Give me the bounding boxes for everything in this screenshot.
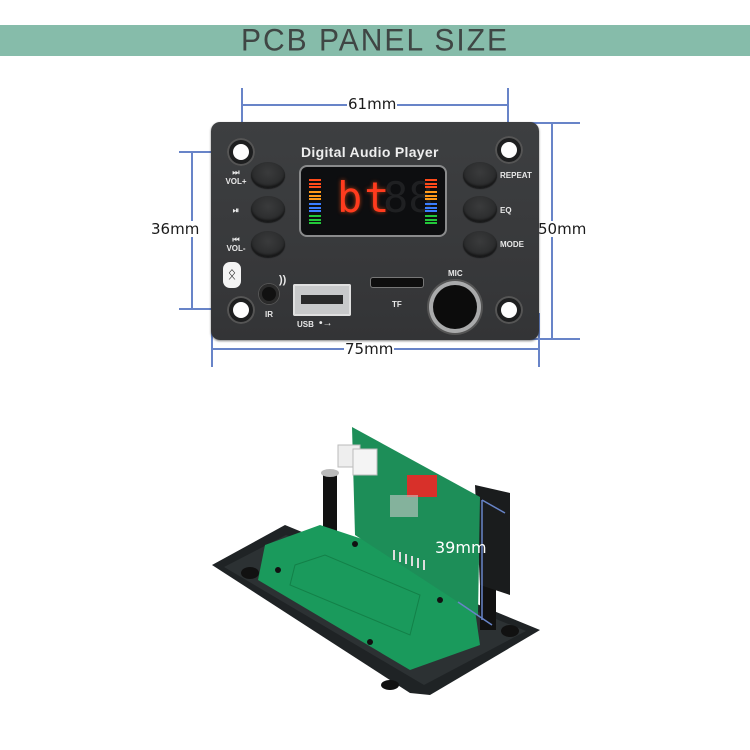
- mount-hole-top-right: [495, 136, 523, 164]
- vol-minus-label: VOL-: [226, 244, 246, 253]
- dim-61-label: 61mm: [347, 95, 398, 113]
- vu-meter-left: [309, 179, 321, 226]
- usb-label: USB: [297, 320, 314, 329]
- display-text: bt: [337, 173, 392, 222]
- dim-36-top-tick: [179, 151, 241, 153]
- mount-hole-bottom-right: [495, 296, 523, 324]
- eq-button[interactable]: [463, 196, 497, 222]
- mount-hole-bottom-left: [227, 296, 255, 324]
- ir-label: IR: [265, 310, 273, 319]
- mode-button[interactable]: [463, 231, 497, 257]
- mic-label: MIC: [448, 269, 463, 278]
- dim-75-right-tick: [538, 313, 540, 367]
- previous-track-icon: ⏮: [232, 235, 240, 244]
- mic-jack[interactable]: [433, 285, 477, 329]
- dim-50-top-tick: [516, 122, 580, 124]
- mount-hole-top-left: [227, 138, 255, 166]
- dim-50-label: 50mm: [537, 220, 588, 238]
- vol-plus-label: VOL+: [225, 177, 247, 186]
- ir-receiver: [259, 284, 279, 304]
- vol-plus-button[interactable]: [251, 162, 285, 188]
- mode-label: MODE: [500, 240, 524, 249]
- panel-title: Digital Audio Player: [301, 144, 439, 160]
- vu-meter-right: [425, 179, 437, 226]
- tf-card-slot[interactable]: [371, 278, 423, 287]
- usb-port[interactable]: [293, 284, 351, 316]
- display-ghost-digits: 88: [383, 173, 434, 222]
- dim-61-left-tick: [241, 88, 243, 148]
- banner-title: PCB PANEL SIZE: [240, 22, 510, 58]
- dim-61-right-tick: [507, 88, 509, 148]
- usb-icon: •→: [319, 318, 333, 329]
- repeat-label: REPEAT: [500, 171, 532, 180]
- led-display: 88 bt: [299, 165, 447, 237]
- play-pause-icon: ⏯: [232, 206, 240, 215]
- dim-75-label: 75mm: [344, 340, 395, 358]
- repeat-button[interactable]: [463, 162, 497, 188]
- vertical-pcb: [352, 427, 480, 615]
- vol-minus-button[interactable]: [251, 231, 285, 257]
- dim-36-label: 36mm: [150, 220, 201, 238]
- tf-label: TF: [392, 300, 402, 309]
- dim-39-label: 39mm: [435, 538, 487, 557]
- module-angled-photo: [212, 427, 540, 695]
- bluetooth-icon: ᛟ: [223, 262, 241, 288]
- play-pause-button[interactable]: [251, 196, 285, 222]
- front-panel: Digital Audio Player ⏭ VOL+ ⏯ ⏮ VOL- 88 …: [211, 122, 539, 340]
- dim-36-bottom-tick: [179, 308, 241, 310]
- wireless-signal-icon: )): [279, 274, 287, 286]
- title-banner: PCB PANEL SIZE: [0, 22, 750, 58]
- red-connector: [407, 475, 437, 497]
- dim-75-left-tick: [211, 313, 213, 367]
- next-track-icon: ⏭: [232, 168, 240, 177]
- eq-label: EQ: [500, 206, 512, 215]
- dim-50-bottom-tick: [516, 338, 580, 340]
